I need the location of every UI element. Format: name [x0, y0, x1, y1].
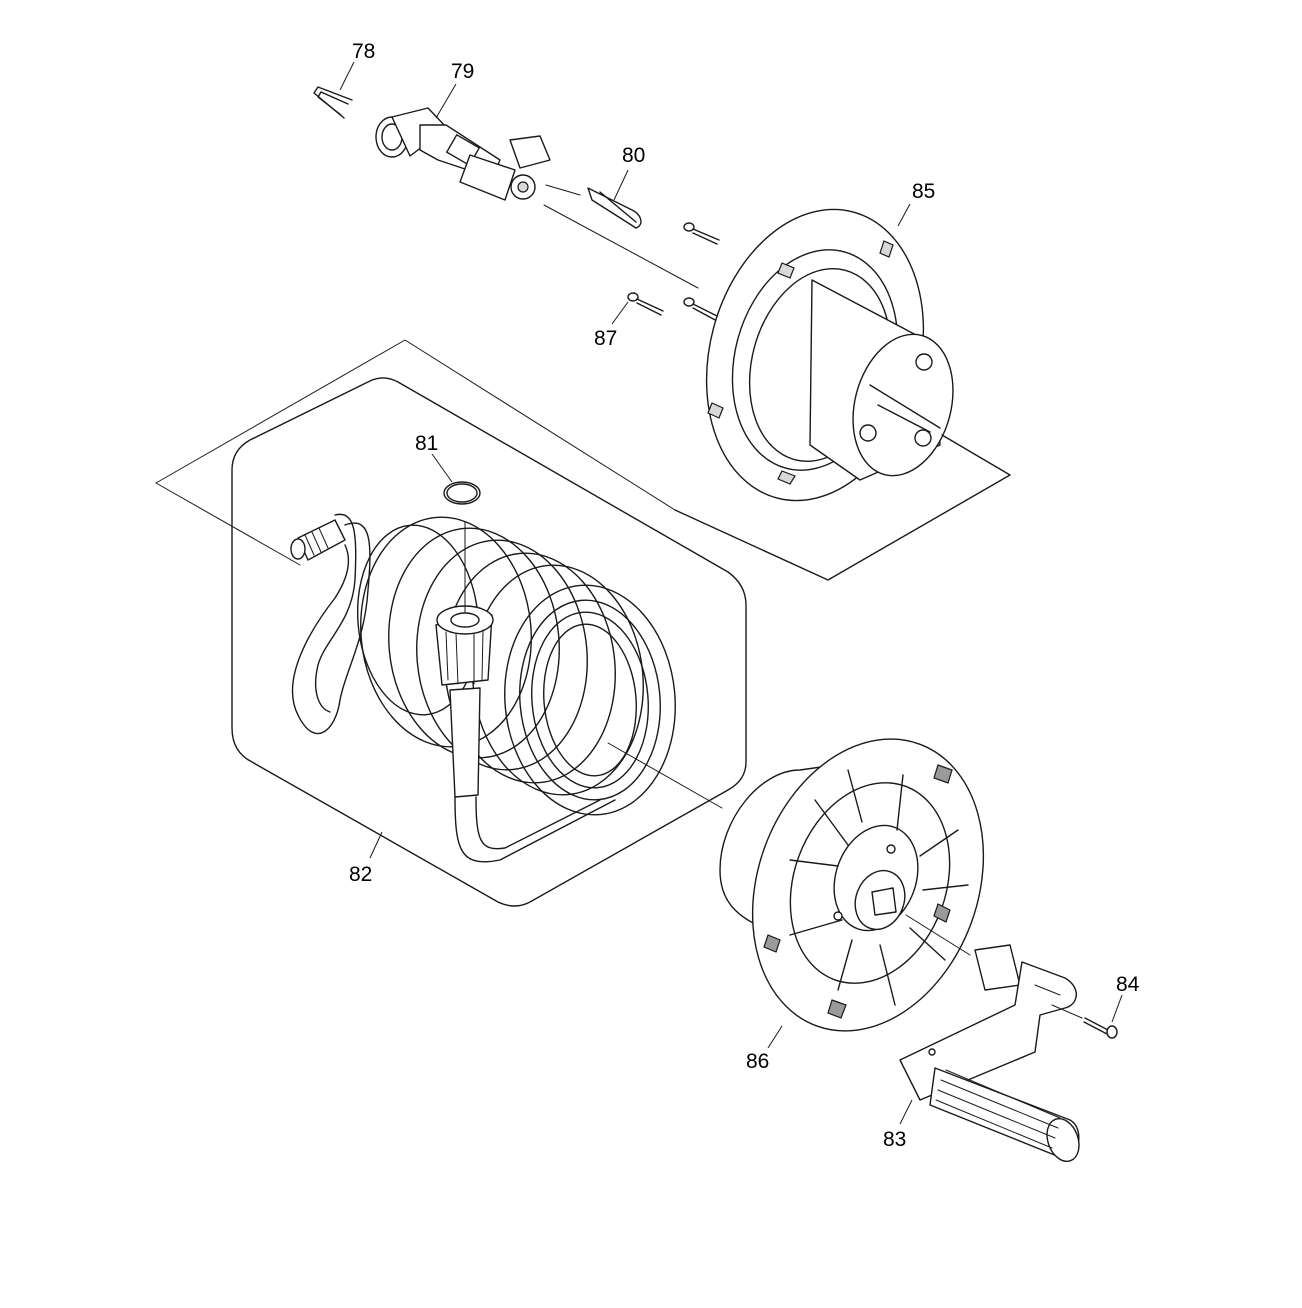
leader-82: [369, 831, 383, 859]
label-85: 85: [912, 180, 935, 203]
label-82: 82: [349, 863, 372, 886]
screw-87-b: [627, 292, 664, 316]
leader-83: [899, 1099, 913, 1125]
hose-coil: [356, 516, 676, 816]
leader-78: [339, 61, 355, 91]
part-81-o-ring: [443, 481, 481, 505]
label-81: 81: [415, 432, 438, 455]
leader-80: [613, 169, 629, 201]
label-86: 86: [746, 1050, 769, 1073]
part-83-crank-handle: [899, 944, 1080, 1163]
part-79-swivel-connector: [375, 107, 551, 201]
label-80: 80: [622, 144, 645, 167]
hose-fitting-nut: [435, 605, 494, 798]
leader-81: [431, 453, 453, 483]
assembly-line-connector-2: [543, 204, 699, 289]
part-86-drum-flange-lower: [719, 738, 985, 1032]
part-85-drum-flange: [674, 208, 1011, 581]
label-84: 84: [1116, 973, 1140, 996]
label-78: 78: [352, 40, 375, 63]
assembly-plane-outline: [155, 339, 676, 511]
part-84-screw: [1083, 1017, 1118, 1039]
screw-87-a: [683, 222, 720, 245]
label-87: 87: [594, 327, 617, 350]
leader-85: [897, 203, 911, 227]
part-82-hose-assembly: [155, 339, 747, 907]
assembly-line-coil: [607, 742, 723, 809]
label-79: 79: [451, 60, 474, 83]
part-78-clip: [313, 86, 353, 119]
hose-quick-connector: [290, 519, 346, 561]
leader-84: [1111, 994, 1123, 1023]
hose-tail: [291, 522, 371, 735]
assembly-line-crank: [905, 914, 971, 956]
hose-group-frame: [231, 377, 747, 907]
leader-87: [611, 301, 629, 325]
part-87-screws: [627, 222, 720, 322]
assembly-line-connector: [545, 184, 581, 196]
leader-86: [767, 1025, 783, 1049]
screw-87-c: [683, 297, 720, 322]
part-80-split-pin: [587, 187, 642, 229]
assembly-line-screw-84: [1051, 1004, 1083, 1019]
leader-79: [435, 83, 457, 119]
label-83: 83: [883, 1128, 906, 1151]
